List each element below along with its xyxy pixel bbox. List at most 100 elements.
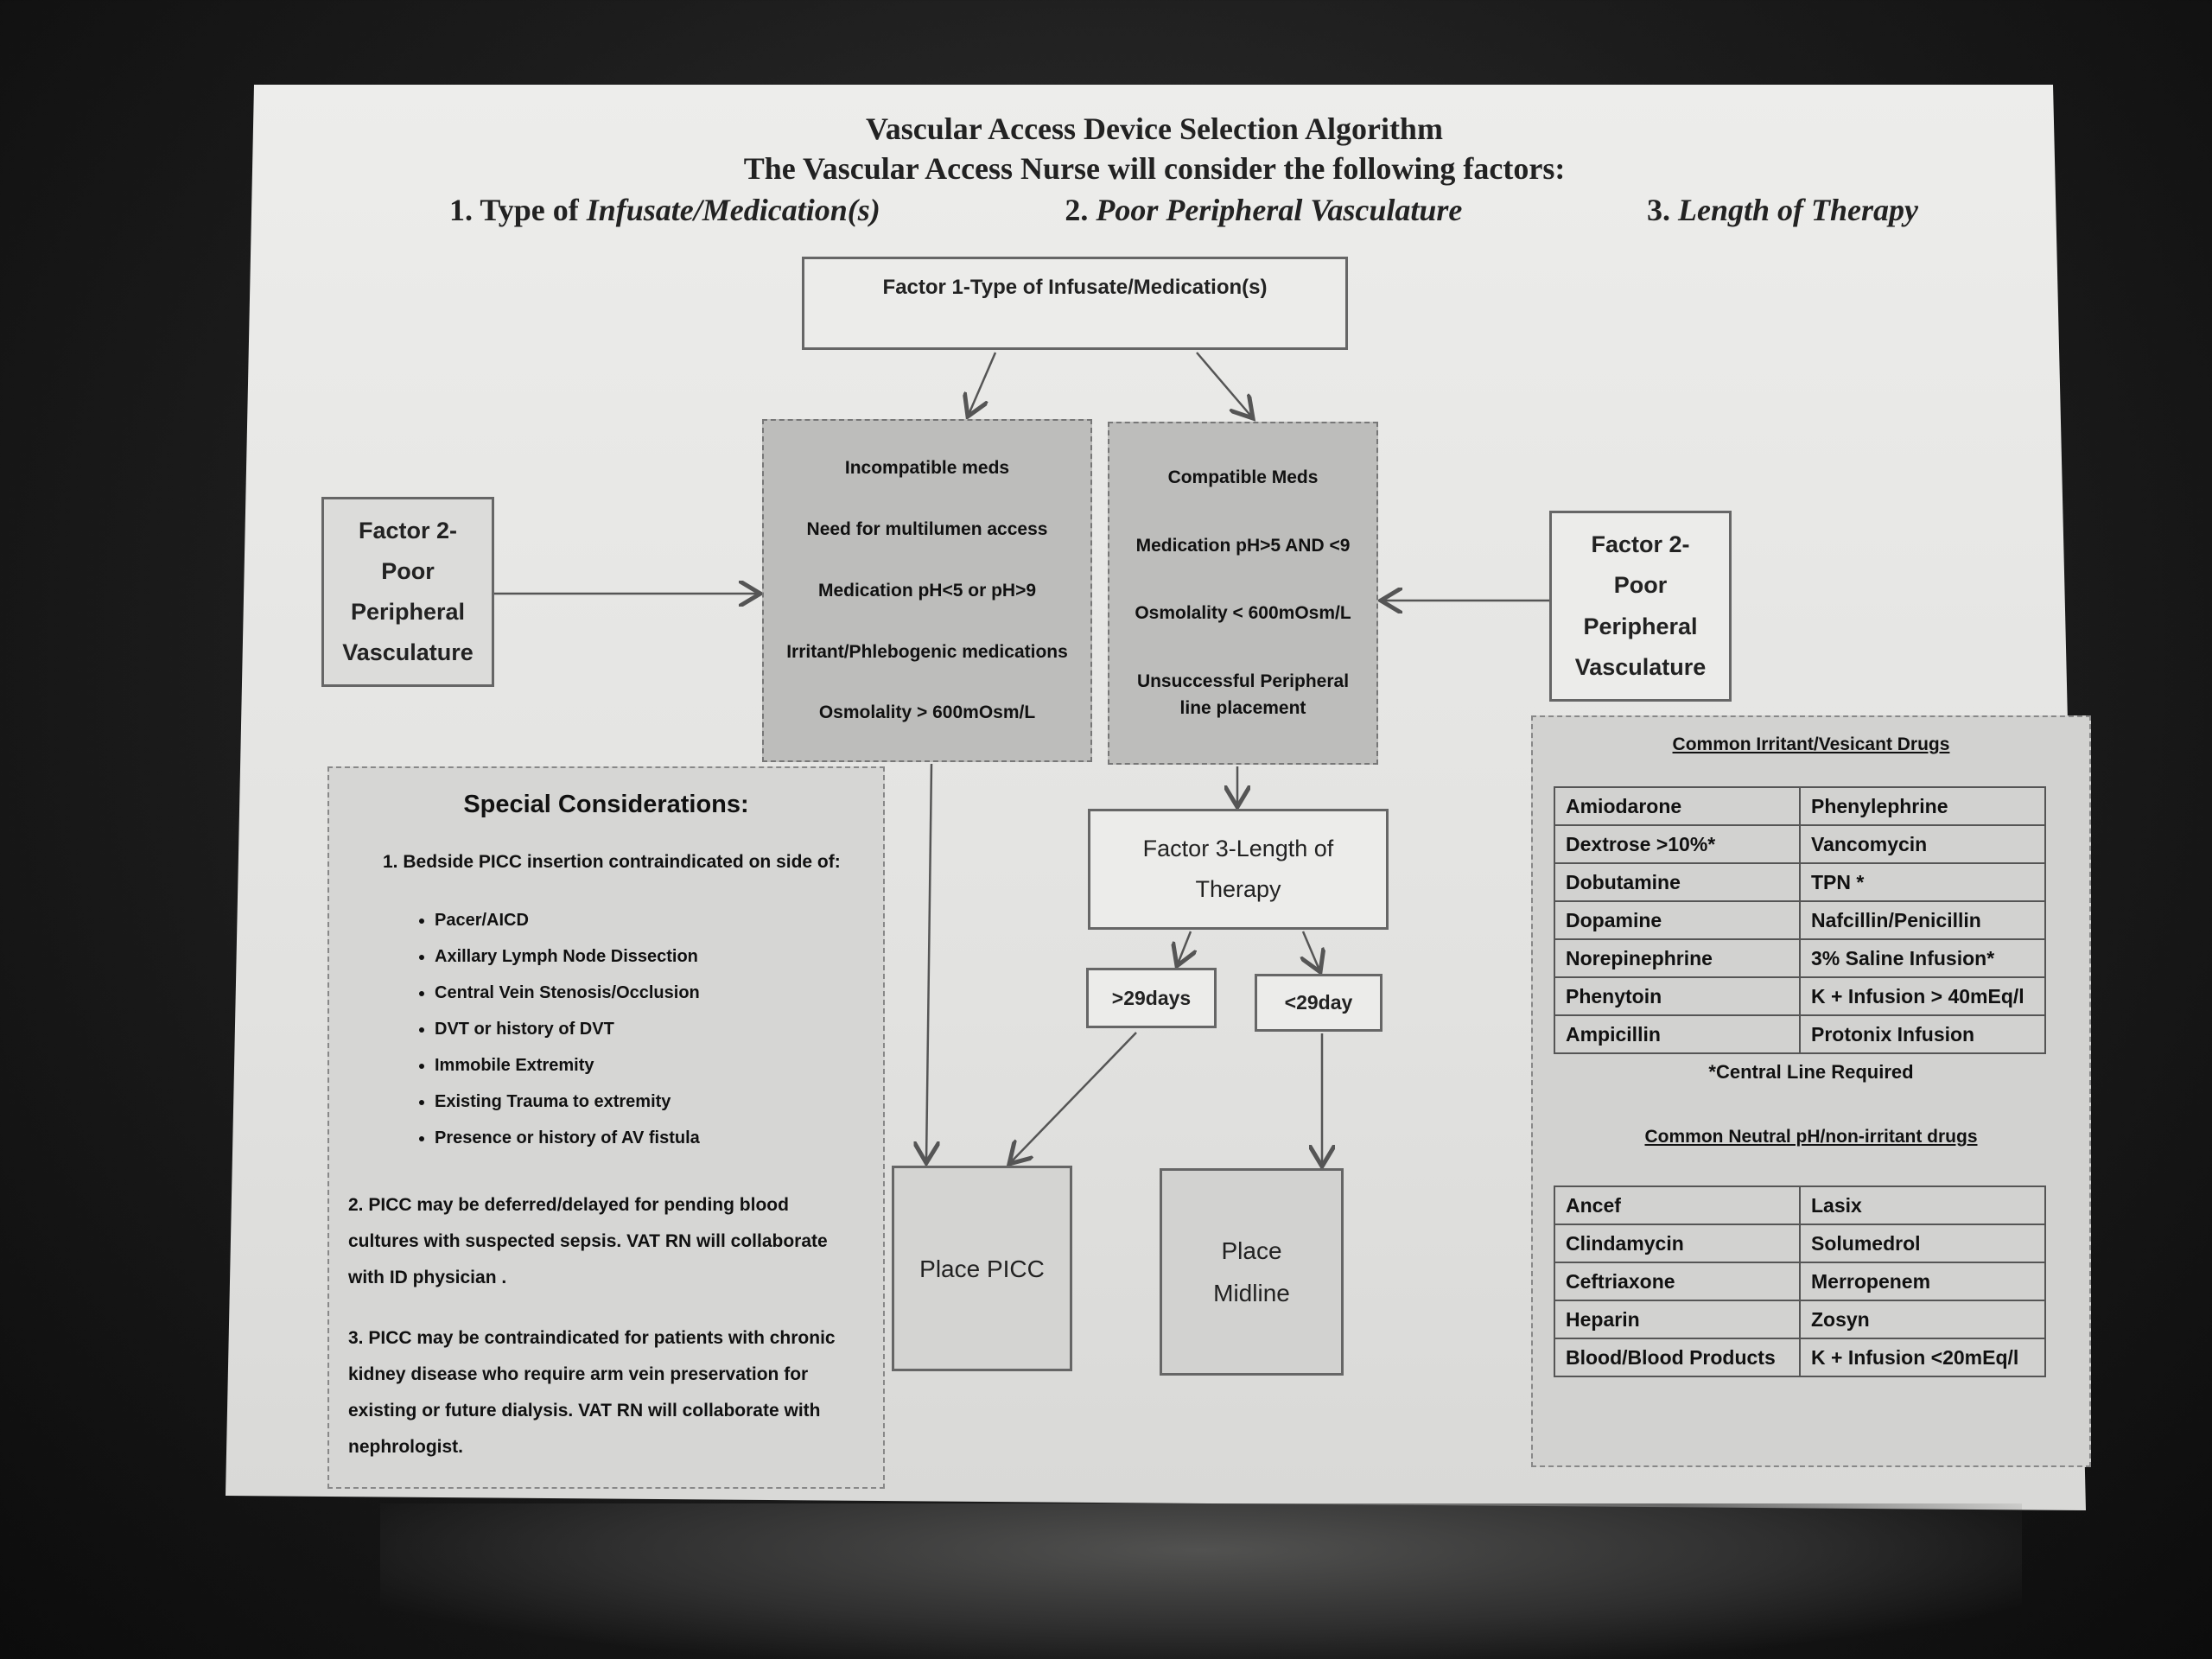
- box-line: Midline: [1213, 1280, 1290, 1306]
- table-cell: Amiodarone: [1554, 786, 1801, 826]
- box-line: Factor 2-: [1591, 531, 1690, 557]
- box-line: Unsuccessful Peripheral line placement: [1136, 671, 1350, 719]
- factor-num: 3.: [1647, 193, 1670, 227]
- incompatible-meds-box: Incompatible meds Need for multilumen ac…: [762, 419, 1092, 762]
- box-line: Compatible Meds: [1167, 467, 1319, 488]
- factor-num: 1. Type of: [449, 193, 579, 227]
- factor-list: 1. Type of Infusate/Medication(s) 2. Poo…: [449, 192, 1918, 228]
- box-line: Poor: [381, 557, 435, 584]
- list-item: Central Vein Stenosis/Occlusion: [435, 975, 864, 1011]
- irritant-heading: Common Irritant/Vesicant Drugs: [1672, 734, 1950, 754]
- box-line: Vasculature: [1574, 653, 1707, 680]
- table-cell: Merropenem: [1799, 1262, 2046, 1301]
- table-cell: Nafcillin/Penicillin: [1799, 900, 2046, 940]
- box-line: Factor 2-: [358, 517, 458, 543]
- factor-item: 1. Type of Infusate/Medication(s): [449, 192, 880, 228]
- compatible-meds-box: Compatible Meds Medication pH>5 AND <9 O…: [1108, 422, 1378, 765]
- table-cell: Ampicillin: [1554, 1014, 1801, 1054]
- factor2-right-box: Factor 2- Poor Peripheral Vasculature: [1549, 511, 1732, 702]
- factor-item: 2. Poor Peripheral Vasculature: [1065, 192, 1462, 228]
- document-title: Vascular Access Device Selection Algorit…: [866, 111, 1443, 146]
- box-line: Peripheral: [350, 599, 466, 625]
- neutral-heading: Common Neutral pH/non-irritant drugs: [1644, 1127, 1978, 1147]
- box-line: Therapy: [1195, 876, 1281, 902]
- table-cell: Heparin: [1554, 1300, 1801, 1339]
- central-line-note: *Central Line Required: [1708, 1061, 1914, 1083]
- factor1-label: Factor 1-Type of Infusate/Medication(s): [882, 276, 1268, 299]
- place-midline-box: Place Midline: [1160, 1168, 1344, 1376]
- box-line: Vasculature: [342, 639, 474, 666]
- box-line: Medication pH<5 or pH>9: [817, 580, 1037, 601]
- list-item: Pacer/AICD: [435, 902, 864, 938]
- arrow: [926, 763, 931, 1163]
- box-line: >29days: [1111, 986, 1192, 1009]
- box-line: Osmolality > 600mOsm/L: [818, 702, 1036, 723]
- table-cell: Protonix Infusion: [1799, 1014, 2046, 1054]
- factor3-box: Factor 3-Length of Therapy: [1088, 809, 1389, 930]
- box-line: Medication pH>5 AND <9: [1135, 535, 1351, 556]
- table-cell: Ancef: [1554, 1185, 1801, 1225]
- special-item-1: 1. Bedside PICC insertion contraindicate…: [383, 852, 841, 872]
- box-line: Irritant/Phlebogenic medications: [786, 641, 1068, 662]
- box-line: <29day: [1284, 991, 1353, 1014]
- place-picc-box: Place PICC: [892, 1166, 1072, 1371]
- list-item: Presence or history of AV fistula: [435, 1120, 864, 1156]
- table-cell: Lasix: [1799, 1185, 2046, 1225]
- list-item: Axillary Lymph Node Dissection: [435, 938, 864, 975]
- box-line: Peripheral: [1583, 613, 1698, 639]
- factor-item: 3. Length of Therapy: [1647, 192, 1918, 228]
- table-cell: 3% Saline Infusion*: [1799, 938, 2046, 978]
- table-row: Dextrose >10%*Vancomycin: [1554, 824, 2046, 864]
- arrow: [1196, 352, 1253, 418]
- list-item: Existing Trauma to extremity: [435, 1084, 864, 1120]
- table-reflection: [380, 1503, 2022, 1659]
- factor1-box: Factor 1-Type of Infusate/Medication(s): [802, 257, 1348, 350]
- arrow: [1009, 1032, 1137, 1164]
- table-cell: Phenytoin: [1554, 976, 1801, 1016]
- box-line: Need for multilumen access: [806, 519, 1048, 539]
- factor-text: Infusate/Medication(s): [586, 193, 880, 227]
- factor-text: Length of Therapy: [1678, 193, 1918, 227]
- table-cell: Zosyn: [1799, 1300, 2046, 1339]
- box-line: Place PICC: [919, 1255, 1045, 1282]
- drug-reference-panel: Common Irritant/Vesicant Drugs Amiodaron…: [1531, 715, 2091, 1467]
- factor2-left-box: Factor 2- Poor Peripheral Vasculature: [321, 497, 494, 687]
- special-considerations-panel: Special Considerations: 1. Bedside PICC …: [327, 766, 885, 1489]
- box-line: Osmolality < 600mOsm/L: [1135, 603, 1351, 624]
- table-cell: Phenylephrine: [1799, 786, 2046, 826]
- contraindication-list: Pacer/AICD Axillary Lymph Node Dissectio…: [400, 902, 864, 1156]
- factor-num: 2.: [1065, 193, 1089, 227]
- special-heading: Special Considerations:: [463, 791, 749, 818]
- arrow: [1303, 931, 1320, 972]
- table-cell: Blood/Blood Products: [1554, 1338, 1801, 1377]
- box-line: Incompatible meds: [844, 458, 1010, 479]
- factor-text: Poor Peripheral Vasculature: [1096, 193, 1463, 227]
- over-29-days-box: >29days: [1086, 968, 1217, 1028]
- list-item: DVT or history of DVT: [435, 1011, 864, 1047]
- under-29-days-box: <29day: [1255, 974, 1382, 1032]
- arrow: [1177, 931, 1191, 966]
- table-cell: Dextrose >10%*: [1554, 824, 1801, 864]
- table-cell: Ceftriaxone: [1554, 1262, 1801, 1301]
- special-item-2: 2. PICC may be deferred/delayed for pend…: [348, 1195, 828, 1287]
- arrow: [968, 352, 997, 416]
- table-cell: K + Infusion <20mEq/l: [1799, 1338, 2046, 1377]
- document-subtitle: The Vascular Access Nurse will consider …: [743, 151, 1566, 186]
- table-cell: Vancomycin: [1799, 824, 2046, 864]
- box-line: Place: [1221, 1237, 1282, 1264]
- table-cell: Dopamine: [1554, 900, 1801, 940]
